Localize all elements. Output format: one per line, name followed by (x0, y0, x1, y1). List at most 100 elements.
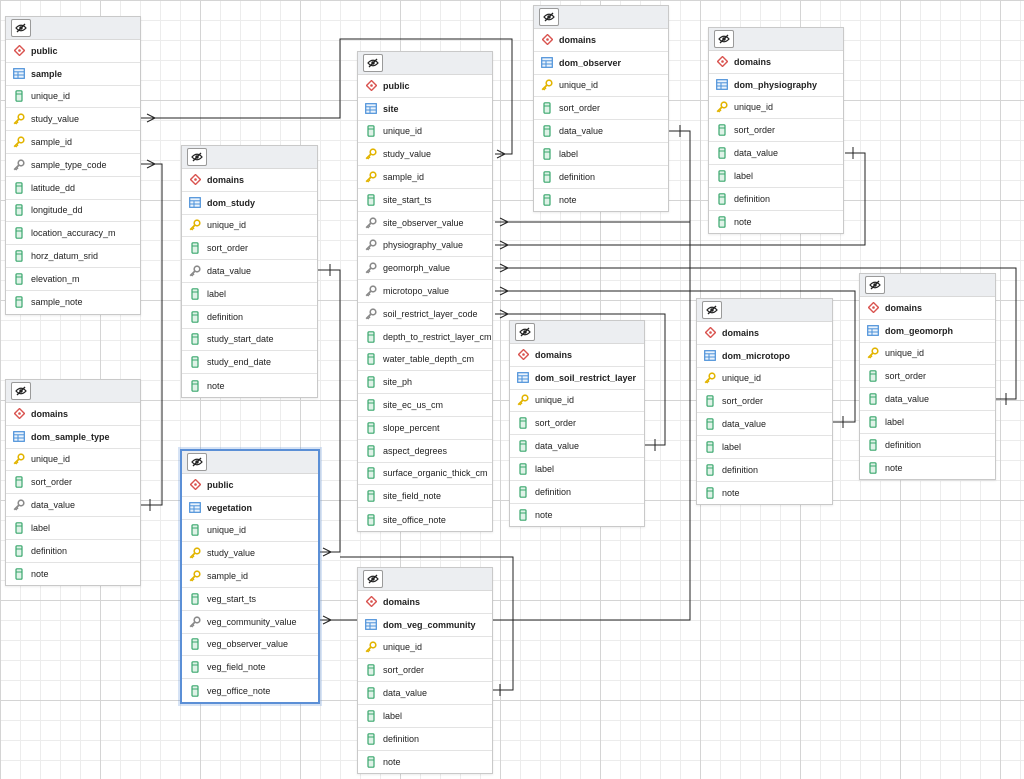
table-name-row[interactable]: dom_sample_type (6, 426, 140, 449)
hide-eye-icon[interactable] (187, 453, 207, 471)
column-row[interactable]: site_ec_us_cm (358, 394, 492, 417)
column-row[interactable]: label (182, 283, 317, 306)
schema-row[interactable]: public (358, 75, 492, 98)
column-row[interactable]: label (6, 517, 140, 540)
table-name-row[interactable]: site (358, 98, 492, 121)
column-row[interactable]: horz_datum_srid (6, 245, 140, 268)
column-row[interactable]: depth_to_restrict_layer_cm (358, 326, 492, 349)
table-header[interactable] (697, 299, 832, 322)
column-row[interactable]: definition (697, 459, 832, 482)
column-row[interactable]: label (534, 143, 668, 166)
column-row[interactable]: study_value (358, 143, 492, 167)
hide-eye-icon[interactable] (714, 30, 734, 48)
hide-eye-icon[interactable] (515, 323, 535, 341)
column-row[interactable]: water_table_depth_cm (358, 349, 492, 372)
column-row[interactable]: unique_id (534, 75, 668, 98)
column-row[interactable]: unique_id (860, 343, 995, 366)
column-row[interactable]: data_value (182, 260, 317, 283)
column-row[interactable]: data_value (709, 142, 843, 165)
table-name-row[interactable]: sample (6, 63, 140, 86)
column-row[interactable]: definition (510, 481, 644, 504)
column-row[interactable]: longitude_dd (6, 200, 140, 223)
column-row[interactable]: label (510, 458, 644, 481)
column-row[interactable]: note (6, 563, 140, 586)
schema-row[interactable]: domains (6, 403, 140, 426)
table-header[interactable] (6, 380, 140, 403)
column-row[interactable]: label (860, 411, 995, 434)
hide-eye-icon[interactable] (539, 8, 559, 26)
table-header[interactable] (182, 451, 318, 474)
column-row[interactable]: data_value (358, 682, 492, 705)
column-row[interactable]: veg_community_value (182, 611, 318, 634)
table-header[interactable] (358, 52, 492, 75)
column-row[interactable]: unique_id (510, 390, 644, 413)
column-row[interactable]: geomorph_value (358, 257, 492, 281)
schema-row[interactable]: domains (358, 591, 492, 614)
schema-row[interactable]: public (182, 474, 318, 497)
column-row[interactable]: note (510, 504, 644, 527)
column-row[interactable]: unique_id (182, 215, 317, 238)
column-row[interactable]: site_observer_value (358, 212, 492, 235)
column-row[interactable]: data_value (860, 388, 995, 411)
column-row[interactable]: unique_id (6, 449, 140, 472)
column-row[interactable]: latitude_dd (6, 177, 140, 200)
hide-eye-icon[interactable] (702, 301, 722, 319)
column-row[interactable]: unique_id (709, 97, 843, 120)
column-row[interactable]: aspect_degrees (358, 440, 492, 463)
table-header[interactable] (510, 321, 644, 344)
column-row[interactable]: note (182, 374, 317, 397)
column-row[interactable]: sample_id (182, 565, 318, 588)
column-row[interactable]: definition (182, 306, 317, 329)
hide-eye-icon[interactable] (363, 54, 383, 72)
column-row[interactable]: location_accuracy_m (6, 222, 140, 246)
hide-eye-icon[interactable] (187, 148, 207, 166)
table-name-row[interactable]: dom_geomorph (860, 320, 995, 343)
column-row[interactable]: slope_percent (358, 417, 492, 440)
column-row[interactable]: veg_office_note (182, 679, 318, 702)
column-row[interactable]: sort_order (510, 412, 644, 436)
column-row[interactable]: study_value (6, 108, 140, 132)
column-row[interactable]: site_start_ts (358, 189, 492, 212)
column-row[interactable]: site_office_note (358, 508, 492, 531)
column-row[interactable]: unique_id (697, 368, 832, 391)
table-header[interactable] (860, 274, 995, 297)
schema-row[interactable]: domains (697, 322, 832, 345)
column-row[interactable]: sort_order (182, 237, 317, 261)
column-row[interactable]: label (358, 705, 492, 728)
column-row[interactable]: study_end_date (182, 351, 317, 375)
table-header[interactable] (6, 17, 140, 40)
table-header[interactable] (182, 146, 317, 169)
table-name-row[interactable]: dom_study (182, 192, 317, 215)
column-row[interactable]: sample_type_code (6, 154, 140, 177)
column-row[interactable]: definition (534, 166, 668, 189)
column-row[interactable]: study_value (182, 542, 318, 566)
column-row[interactable]: sort_order (6, 471, 140, 495)
schema-row[interactable]: domains (860, 297, 995, 320)
column-row[interactable]: site_field_note (358, 485, 492, 509)
schema-row[interactable]: domains (534, 29, 668, 52)
column-row[interactable]: veg_field_note (182, 656, 318, 680)
column-row[interactable]: sort_order (358, 659, 492, 683)
table-header[interactable] (358, 568, 492, 591)
hide-eye-icon[interactable] (363, 570, 383, 588)
table-name-row[interactable]: dom_observer (534, 52, 668, 75)
column-row[interactable]: veg_start_ts (182, 588, 318, 611)
hide-eye-icon[interactable] (11, 19, 31, 37)
column-row[interactable]: note (709, 211, 843, 234)
column-row[interactable]: note (534, 189, 668, 212)
column-row[interactable]: definition (860, 434, 995, 457)
column-row[interactable]: definition (6, 540, 140, 563)
column-row[interactable]: sample_id (6, 131, 140, 154)
table-name-row[interactable]: dom_microtopo (697, 345, 832, 368)
column-row[interactable]: study_start_date (182, 329, 317, 352)
column-row[interactable]: data_value (534, 120, 668, 143)
column-row[interactable]: unique_id (6, 86, 140, 109)
